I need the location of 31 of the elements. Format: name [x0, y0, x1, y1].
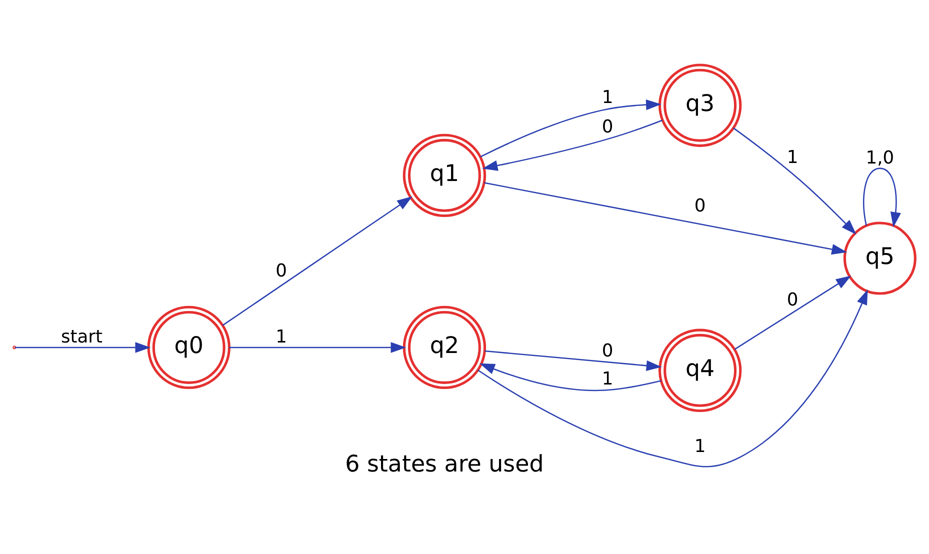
edge-label: 1 [602, 87, 614, 108]
arrow [222, 196, 412, 326]
arrow [733, 127, 856, 235]
arrow [482, 120, 663, 171]
edge-label: 1,0 [866, 147, 894, 168]
edge-label: 0 [602, 340, 614, 362]
arrow [480, 99, 662, 158]
label: 6 states are used [345, 452, 544, 478]
node-circle: q4 [658, 328, 742, 412]
arrow [229, 342, 406, 353]
node-circle: q2 [402, 306, 486, 390]
node-circle: q3 [658, 64, 742, 147]
edge-label: 1 [786, 146, 798, 168]
edge-label: 1 [276, 326, 288, 348]
arrow [734, 276, 852, 350]
edge-label: 0 [694, 195, 706, 216]
edge-label: 1 [694, 436, 706, 458]
edge-label: 0 [276, 260, 288, 282]
arrow [484, 350, 662, 371]
node-circle: q5 [843, 222, 916, 295]
node-circle: q1 [402, 134, 486, 218]
arrow [484, 182, 848, 255]
arrow [14, 342, 151, 353]
arrow [863, 168, 901, 228]
edge-label: start [60, 326, 103, 348]
edge-label: 1 [602, 368, 614, 390]
node-circle: q0 [147, 306, 230, 390]
edge-label: 0 [602, 116, 614, 138]
arrow [478, 289, 868, 468]
arrow [480, 363, 662, 392]
edge-label: 0 [786, 290, 798, 311]
